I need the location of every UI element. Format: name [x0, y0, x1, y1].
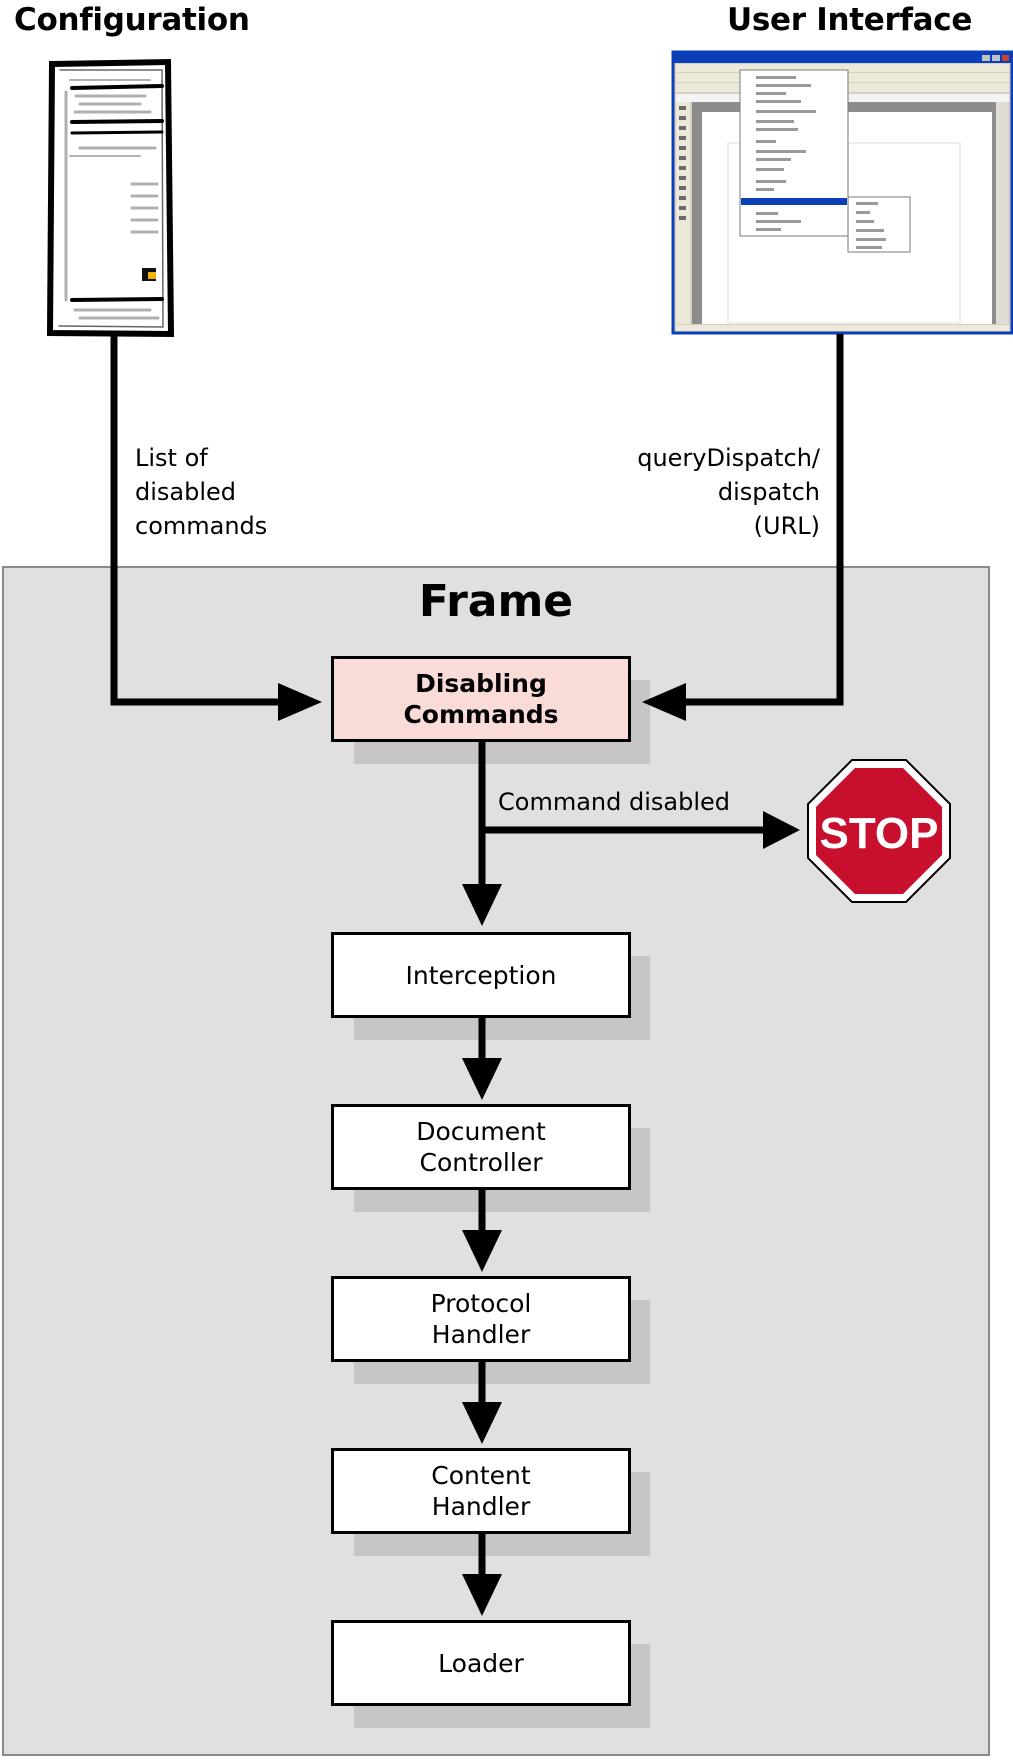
arrow-head [642, 683, 686, 721]
arrow-head [462, 1230, 502, 1272]
config-connector [110, 334, 285, 706]
loader-box: Loader [331, 1620, 631, 1706]
config-edge-label: List of disabled commands [135, 444, 268, 540]
frame-title: Frame [418, 576, 574, 627]
disabled-branch-label: Command disabled [498, 788, 730, 816]
ui-edge-label: queryDispatch/ dispatch (URL) [637, 444, 820, 540]
stop-sign-octagon [816, 768, 942, 894]
configuration-heading: Configuration [14, 2, 250, 38]
arrow-head [462, 1574, 502, 1616]
arrow-head [278, 683, 322, 721]
disabling-commands-box: Disabling Commands [331, 656, 631, 742]
arrow-head [462, 1402, 502, 1444]
arrow-head [763, 811, 800, 849]
ui-connector [679, 334, 844, 706]
content-handler-box: Content Handler [331, 1448, 631, 1534]
arrow-head [462, 1058, 502, 1100]
arrow-head [462, 884, 502, 926]
stop-sign-text: STOP [819, 809, 938, 858]
interception-box: Interception [331, 932, 631, 1018]
document-controller-box: Document Controller [331, 1104, 631, 1190]
user-interface-heading: User Interface [727, 2, 973, 38]
protocol-handler-box: Protocol Handler [331, 1276, 631, 1362]
